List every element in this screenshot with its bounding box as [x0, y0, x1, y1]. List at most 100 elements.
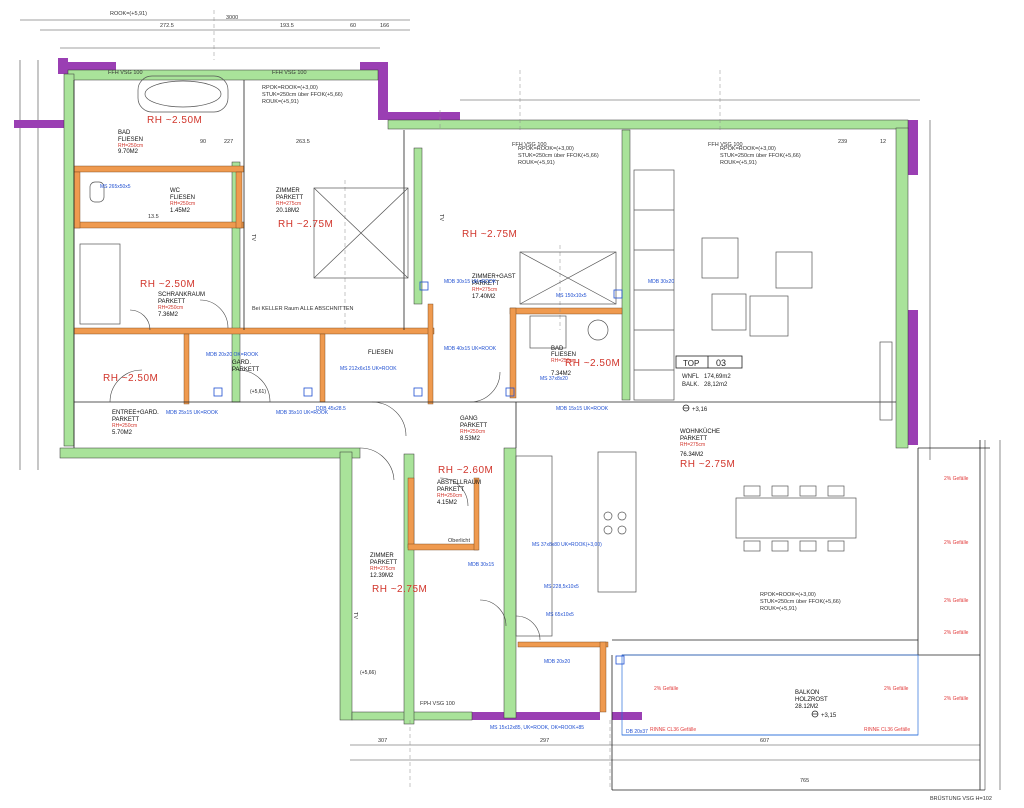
room-gard-name: GARD. — [232, 360, 251, 366]
svg-text:28.12M2: 28.12M2 — [795, 704, 819, 710]
wall-lines — [73, 80, 990, 791]
svg-text:RH=250cm: RH=250cm — [158, 305, 183, 311]
svg-text:2% Gefälle: 2% Gefälle — [944, 630, 969, 636]
svg-text:263.5: 263.5 — [296, 139, 310, 145]
svg-text:PARKETT: PARKETT — [472, 281, 500, 287]
balcony-deck — [621, 654, 919, 736]
svg-text:20.18M2: 20.18M2 — [276, 208, 300, 214]
svg-text:4.15M2: 4.15M2 — [437, 500, 458, 506]
room-bad-name: BAD — [118, 130, 131, 136]
svg-text:2% Gefälle: 2% Gefälle — [884, 686, 909, 692]
svg-text:13.5: 13.5 — [148, 214, 159, 220]
svg-text:2% Gefälle: 2% Gefälle — [654, 686, 679, 692]
room-bad2-name: BAD — [551, 346, 564, 352]
dimension-lines — [19, 19, 1001, 790]
svg-text:DDB 45x28.5: DDB 45x28.5 — [316, 406, 346, 412]
svg-text:PARKETT: PARKETT — [112, 417, 140, 423]
svg-text:RPOK=ROOK=(+3,00): RPOK=ROOK=(+3,00) — [760, 592, 816, 598]
svg-text:MDB 20x20: MDB 20x20 — [544, 659, 570, 665]
room-balkon-name: BALKON — [795, 690, 819, 696]
room-wohn-name: WOHNKÜCHE — [680, 428, 720, 435]
room-guest-name: ZIMMER+GAST — [472, 274, 516, 280]
svg-text:RH=275cm: RH=275cm — [276, 201, 301, 207]
window-labels: FFH VSG 100 FFH VSG 100 FFH VSG 100 FFH … — [108, 70, 743, 707]
svg-text:7.34M2: 7.34M2 — [551, 371, 572, 377]
svg-text:ROUK=(+5,91): ROUK=(+5,91) — [518, 160, 555, 166]
svg-text:193.5: 193.5 — [280, 23, 294, 29]
svg-text:MDB 35x10 UK=ROOK: MDB 35x10 UK=ROOK — [276, 410, 329, 416]
svg-text:Oberlicht: Oberlicht — [448, 538, 470, 544]
svg-text:FFH VSG 100: FFH VSG 100 — [512, 142, 547, 148]
svg-text:BRÜSTUNG VSG H=102: BRÜSTUNG VSG H=102 — [930, 795, 992, 802]
svg-text:8.53M2: 8.53M2 — [460, 436, 481, 442]
svg-text:DB 20x37: DB 20x37 — [626, 729, 648, 735]
svg-text:MS 228,5x10x5: MS 228,5x10x5 — [544, 584, 579, 590]
svg-text:RPOK=ROOK=(+3,00): RPOK=ROOK=(+3,00) — [262, 85, 318, 91]
svg-text:RH=250cm: RH=250cm — [437, 493, 462, 499]
balk-value: 28,12m2 — [704, 382, 728, 388]
svg-text:+3,15: +3,15 — [821, 713, 837, 719]
wardrobe-guest — [633, 169, 675, 401]
rh-schrank: RH ~2.50M — [140, 279, 195, 290]
svg-text:90: 90 — [200, 139, 206, 145]
svg-text:MDB 25x15 UK=ROOK: MDB 25x15 UK=ROOK — [166, 410, 219, 416]
svg-text:RH=250cm: RH=250cm — [551, 358, 576, 364]
svg-text:FFH VSG 100: FFH VSG 100 — [272, 70, 307, 76]
grid-lines — [213, 10, 721, 790]
svg-text:TV: TV — [352, 612, 358, 619]
svg-text:MS 65x10x5: MS 65x10x5 — [546, 612, 574, 618]
svg-text:PARKETT: PARKETT — [680, 436, 708, 442]
svg-text:RINNE CL36 Gefälle: RINNE CL36 Gefälle — [650, 727, 696, 733]
room-wc-name: WC — [170, 188, 181, 194]
svg-text:12.39M2: 12.39M2 — [370, 573, 394, 579]
svg-text:17.40M2: 17.40M2 — [472, 294, 496, 300]
svg-text:297: 297 — [540, 738, 549, 744]
svg-text:ROUK=(+5,91): ROUK=(+5,91) — [720, 160, 757, 166]
svg-text:RH=275cm: RH=275cm — [472, 287, 497, 293]
kitchen-counter — [515, 455, 553, 637]
svg-text:ROOK=(+5,91): ROOK=(+5,91) — [110, 11, 147, 17]
svg-text:7.36M2: 7.36M2 — [158, 312, 179, 318]
svg-text:STUK=250cm über FFOK(+5,66): STUK=250cm über FFOK(+5,66) — [720, 153, 801, 159]
svg-text:MDB 30x15: MDB 30x15 — [468, 562, 494, 568]
room-schrank-name: SCHRANKRAUM — [158, 292, 205, 298]
svg-text:76.34M2: 76.34M2 — [680, 452, 704, 458]
svg-text:166: 166 — [380, 23, 389, 29]
svg-text:RPOK=ROOK=(+3,00): RPOK=ROOK=(+3,00) — [720, 146, 776, 152]
svg-text:607: 607 — [760, 738, 769, 744]
svg-text:MS 150x10x5: MS 150x10x5 — [556, 293, 587, 299]
svg-text:307: 307 — [378, 738, 387, 744]
svg-text:PARKETT: PARKETT — [276, 195, 304, 201]
svg-text:MDB 15x15 UK=ROOK: MDB 15x15 UK=ROOK — [556, 406, 609, 412]
svg-text:MS 15x12x85, UK=ROOK, OK=ROOK+: MS 15x12x85, UK=ROOK, OK=ROOK+85 — [490, 725, 584, 731]
wardrobe-schrank — [79, 243, 121, 325]
svg-text:ROUK=(+5,91): ROUK=(+5,91) — [262, 99, 299, 105]
svg-text:+3,16: +3,16 — [692, 407, 708, 413]
svg-text:RINNE CL36 Gefälle: RINNE CL36 Gefälle — [864, 727, 910, 733]
svg-text:FLIESEN: FLIESEN — [170, 195, 195, 201]
svg-text:239: 239 — [838, 139, 847, 145]
svg-text:RH=275cm: RH=275cm — [680, 442, 705, 448]
svg-text:MDB 30x20: MDB 30x20 — [648, 279, 674, 285]
svg-text:RH=250cm: RH=250cm — [170, 201, 195, 207]
svg-text:60: 60 — [350, 23, 356, 29]
top-unit-box: TOP 03 WNFL 174,69m2 BALK. 28,12m2 — [675, 355, 743, 388]
wc-toilet — [89, 181, 105, 203]
svg-text:RPOK=ROOK=(+3,00): RPOK=ROOK=(+3,00) — [518, 146, 574, 152]
tv-unit — [879, 341, 893, 421]
room-height-labels: RH ~2.50M RH ~2.75M RH ~2.75M RH ~2.50M … — [103, 115, 735, 595]
svg-text:PARKETT: PARKETT — [460, 423, 488, 429]
armchair-1 — [701, 237, 739, 279]
svg-text:227: 227 — [224, 139, 233, 145]
wnfl-value: 174,69m2 — [704, 374, 731, 380]
rh-wohn: RH ~2.75M — [680, 459, 735, 470]
svg-text:272.5: 272.5 — [160, 23, 174, 29]
svg-text:12: 12 — [880, 139, 886, 145]
svg-text:PARKETT: PARKETT — [158, 299, 186, 305]
furniture — [79, 75, 893, 637]
svg-text:MDB 40x15 UK=ROOK: MDB 40x15 UK=ROOK — [444, 346, 497, 352]
top-dimensions: ROOK=(+5,91) 272.5 3000 193.5 60 166 263… — [110, 11, 886, 220]
bottom-dimensions: 307 297 607 765 BRÜSTUNG VSG H=102 — [378, 738, 992, 802]
rh-zimmer: RH ~2.75M — [278, 219, 333, 230]
